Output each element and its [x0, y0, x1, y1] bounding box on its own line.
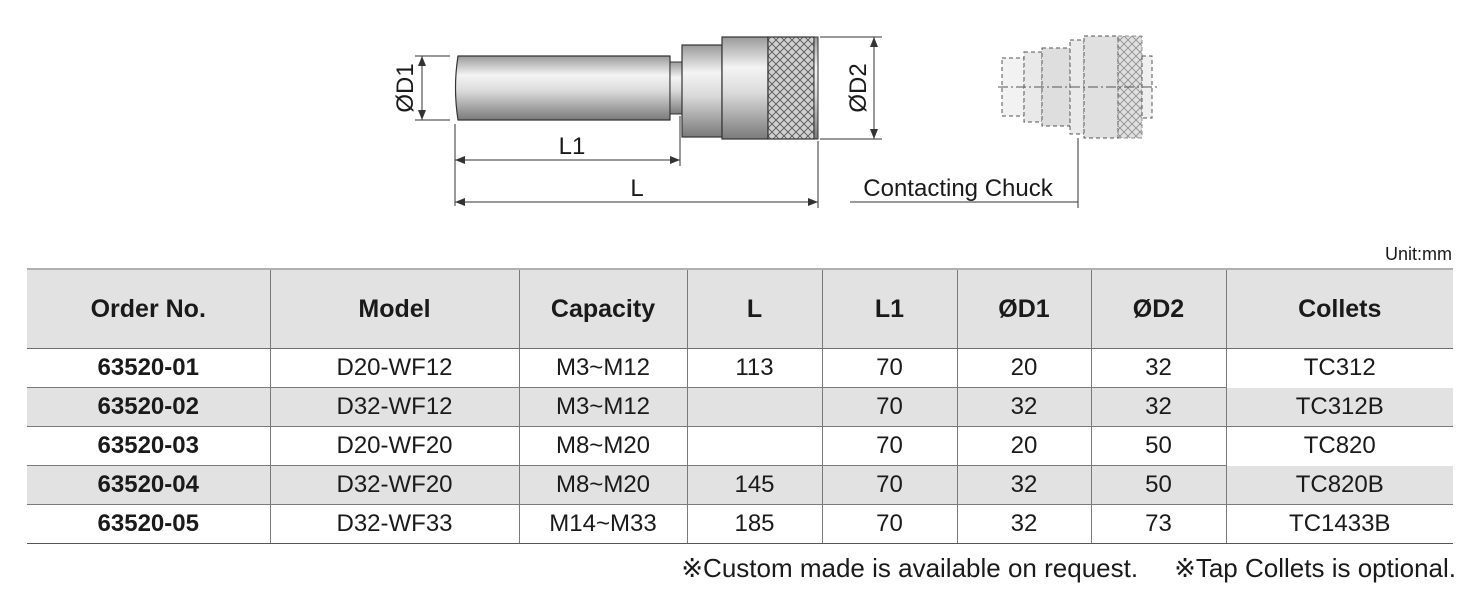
- cell-capacity: M14~M33: [518, 504, 688, 544]
- table-row: 63520-05 D32-WF33 M14~M33 185 70 32 73 T…: [27, 504, 1453, 544]
- header-collets: Collets: [1225, 268, 1453, 349]
- contacting-chuck-label: Contacting Chuck: [863, 175, 1053, 202]
- header-capacity: Capacity: [518, 268, 688, 349]
- dimension-d2: ØD2: [820, 36, 882, 140]
- cell-l1: 70: [821, 426, 958, 466]
- cell-model: D32-WF33: [269, 504, 520, 544]
- dimension-d1-label: ØD1: [392, 63, 419, 112]
- cell-capacity: M3~M12: [518, 387, 688, 427]
- dimension-l1-label: L1: [559, 133, 586, 160]
- cell-order-no: 63520-03: [27, 426, 271, 466]
- table-row: 63520-03 D20-WF20 M8~M20 70 20 50 TC820: [27, 426, 1453, 466]
- dimension-d2-label: ØD2: [845, 63, 872, 112]
- holder-body: [721, 36, 769, 140]
- table-row: 63520-01 D20-WF12 M3~M12 113 70 20 32 TC…: [27, 348, 1453, 388]
- cell-order-no: 63520-01: [27, 348, 271, 388]
- cell-d1: 32: [956, 387, 1092, 427]
- cell-model: D20-WF20: [269, 426, 520, 466]
- table-header-row: Order No. Model Capacity L L1 ØD1 ØD2 Co…: [27, 268, 1453, 349]
- cell-d2: 50: [1090, 426, 1227, 466]
- header-model: Model: [269, 268, 520, 349]
- cell-model: D32-WF12: [269, 387, 520, 427]
- header-l: L: [686, 268, 823, 349]
- note-tap-collets: ※Tap Collets is optional.: [1174, 553, 1456, 583]
- cell-model: D20-WF12: [269, 348, 520, 388]
- dimension-l1: L1: [454, 116, 681, 206]
- holder-shank: [454, 55, 671, 121]
- cell-collets: TC820B: [1225, 465, 1453, 505]
- cell-d1: 32: [956, 504, 1092, 544]
- cell-d2: 32: [1090, 387, 1227, 427]
- spec-table: Order No. Model Capacity L L1 ØD1 ØD2 Co…: [27, 268, 1453, 544]
- table-row: 63520-04 D32-WF20 M8~M20 145 70 32 50 TC…: [27, 465, 1453, 505]
- cell-capacity: M8~M20: [518, 465, 688, 505]
- dimension-d1: ØD1: [392, 55, 450, 121]
- holder-knurl: [767, 36, 815, 140]
- unit-label: Unit:mm: [1385, 244, 1452, 264]
- contacting-chuck-drawing: Contacting Chuck: [850, 35, 1160, 208]
- cell-l1: 70: [821, 348, 958, 388]
- cell-l: 113: [686, 348, 823, 388]
- header-d2: ØD2: [1090, 268, 1227, 349]
- cell-d1: 20: [956, 426, 1092, 466]
- header-d1: ØD1: [956, 268, 1092, 349]
- cell-d2: 32: [1090, 348, 1227, 388]
- cell-d2: 73: [1090, 504, 1227, 544]
- tool-holder-drawing: ØD1 ØD2 L1 L: [392, 36, 882, 208]
- cell-l1: 70: [821, 504, 958, 544]
- cell-order-no: 63520-05: [27, 504, 271, 544]
- technical-drawing: ØD1 ØD2 L1 L: [392, 35, 1160, 208]
- dimension-l-label: L: [630, 175, 643, 202]
- cell-order-no: 63520-04: [27, 465, 271, 505]
- cell-model: D32-WF20: [269, 465, 520, 505]
- cell-capacity: M8~M20: [518, 426, 688, 466]
- holder-neck: [669, 61, 683, 115]
- cell-collets: TC820: [1225, 426, 1453, 466]
- cell-d1: 32: [956, 465, 1092, 505]
- cell-l1: 70: [821, 465, 958, 505]
- dimension-l: L: [455, 141, 819, 208]
- cell-d2: 50: [1090, 465, 1227, 505]
- cell-l1: 70: [821, 387, 958, 427]
- cell-l: 145: [686, 465, 823, 505]
- cell-capacity: M3~M12: [518, 348, 688, 388]
- cell-d1: 20: [956, 348, 1092, 388]
- cell-l: 185: [686, 504, 823, 544]
- cell-l: [686, 426, 823, 466]
- cell-collets: TC312B: [1225, 387, 1453, 427]
- footnotes: ※Custom made is available on request. ※Ta…: [681, 553, 1456, 584]
- holder-step: [681, 44, 723, 138]
- cell-l: [686, 387, 823, 427]
- table-row: 63520-02 D32-WF12 M3~M12 70 32 32 TC312B: [27, 387, 1453, 427]
- cell-collets: TC1433B: [1225, 504, 1453, 544]
- header-order-no: Order No.: [27, 268, 271, 349]
- note-custom: ※Custom made is available on request.: [681, 553, 1139, 583]
- header-l1: L1: [821, 268, 958, 349]
- cell-order-no: 63520-02: [27, 387, 271, 427]
- cell-collets: TC312: [1225, 348, 1453, 388]
